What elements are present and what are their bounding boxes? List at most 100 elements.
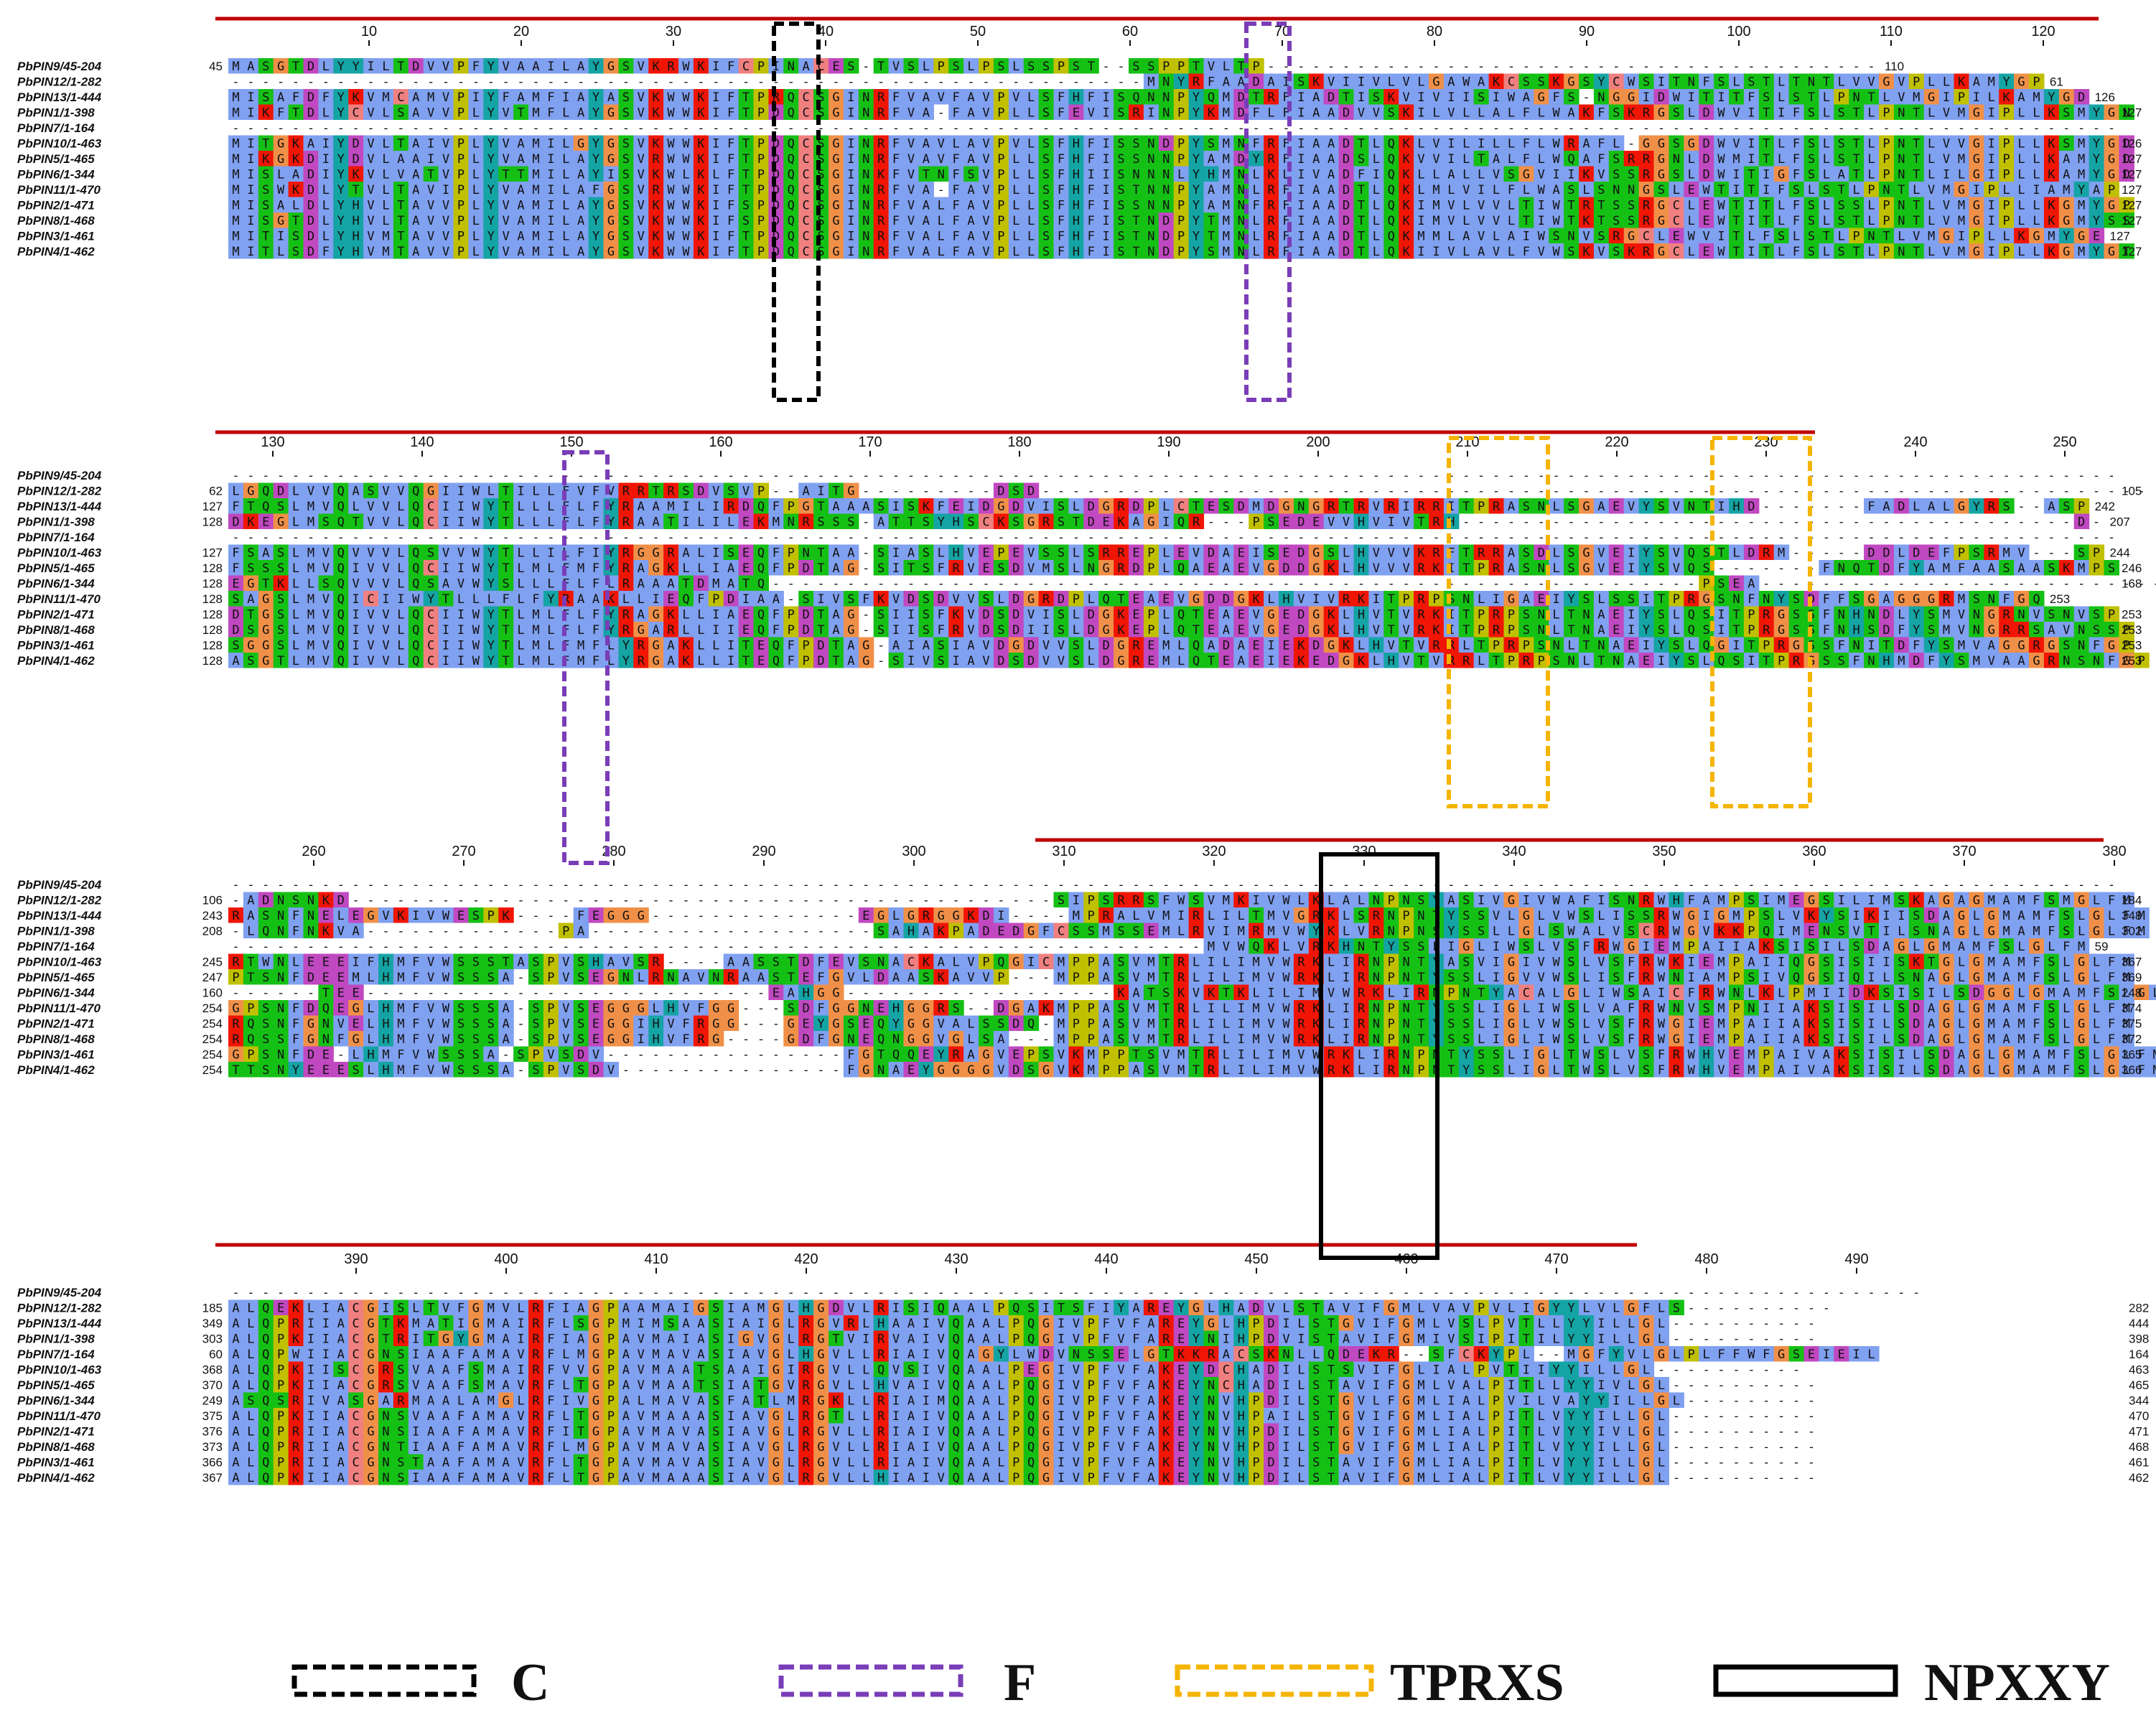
residue: F (892, 168, 900, 182)
residue-cell (1188, 58, 1205, 74)
residue: I (277, 230, 284, 244)
residue-cell (1849, 73, 1865, 89)
residue: T (1882, 230, 1890, 244)
residue: F (953, 230, 960, 244)
residue: Y (487, 137, 495, 151)
residue: - (967, 469, 974, 483)
residue: - (1267, 531, 1274, 545)
residue: - (1988, 469, 1995, 483)
residue: V (1597, 561, 1605, 576)
residue: K (877, 168, 885, 182)
residue: - (1417, 60, 1424, 74)
residue: - (1042, 485, 1050, 499)
residue: - (803, 75, 810, 90)
residue: T (292, 60, 299, 74)
residue-cell (1458, 73, 1475, 89)
residue: L (1853, 183, 1860, 197)
residue: R (877, 90, 885, 105)
residue: - (1042, 531, 1050, 545)
residue: F (592, 515, 599, 530)
residue: A (923, 245, 930, 259)
residue: - (517, 469, 524, 483)
residue: K (653, 168, 661, 182)
residue: G (607, 230, 615, 244)
residue-cell (993, 89, 1009, 105)
residue: G (1538, 90, 1545, 105)
residue: G (1643, 137, 1650, 151)
residue: - (907, 577, 915, 592)
residue: - (1478, 531, 1485, 545)
residue: P (757, 60, 765, 74)
residue: S (1823, 183, 1830, 197)
residue: - (2108, 531, 2115, 545)
residue: - (653, 469, 660, 483)
residue: L (562, 137, 569, 151)
residue: K (1582, 214, 1590, 228)
residue: - (1853, 500, 1860, 514)
residue: - (1703, 469, 1710, 483)
residue: W (682, 60, 690, 74)
residue: - (1177, 531, 1185, 545)
residue-cell (1638, 73, 1655, 89)
residue: W (1703, 183, 1711, 197)
residue: M (532, 199, 539, 213)
residue: S (1717, 577, 1725, 592)
residue: L (1838, 230, 1845, 244)
residue: I (1432, 245, 1439, 259)
residue: - (1958, 469, 1965, 483)
residue-cell (288, 89, 304, 105)
residue: D (1297, 515, 1305, 530)
residue: G (2033, 230, 2040, 244)
residue: A (412, 168, 419, 182)
residue-cell (453, 58, 469, 74)
residue: - (1853, 515, 1860, 530)
residue: - (1388, 121, 1395, 136)
residue: V (1493, 214, 1500, 228)
residue-cell (1098, 89, 1114, 105)
residue: L (562, 199, 569, 213)
residue: S (262, 90, 269, 105)
residue: L (397, 577, 404, 592)
residue: Q (337, 546, 345, 561)
residue: A (577, 106, 584, 121)
residue: - (1538, 577, 1545, 592)
residue-cell (1249, 58, 1264, 74)
residue: L (1073, 500, 1080, 514)
residue: K (2048, 152, 2055, 167)
residue: S (1478, 90, 1485, 105)
residue: N (1567, 230, 1574, 244)
residue: S (1567, 90, 1574, 105)
residue: R (1267, 214, 1275, 228)
residue-cell (1503, 73, 1519, 89)
residue: - (788, 75, 795, 90)
residue: - (1778, 577, 1785, 592)
residue: R (667, 60, 675, 74)
residue: - (412, 75, 419, 90)
residue: M (2078, 214, 2085, 228)
residue: S (1117, 199, 1124, 213)
residue: M (2078, 168, 2085, 182)
residue: - (982, 485, 989, 499)
residue-cell (798, 58, 814, 74)
residue: - (1597, 469, 1605, 483)
residue: I (247, 168, 254, 182)
residue: L (487, 485, 495, 499)
residue: V (382, 561, 389, 576)
residue: S (1042, 183, 1050, 197)
residue: P (712, 592, 719, 607)
residue: I (682, 515, 689, 530)
residue: D (307, 168, 314, 182)
residue: - (503, 75, 510, 90)
residue: G (2108, 137, 2115, 151)
residue: I (1538, 199, 1545, 213)
residue: W (682, 245, 690, 259)
residue: - (487, 121, 495, 136)
residue-cell (979, 58, 994, 74)
residue: L (1658, 230, 1665, 244)
residue: E (1538, 592, 1545, 607)
residue: V (457, 546, 465, 561)
residue-cell (1534, 73, 1549, 89)
residue: - (277, 75, 284, 90)
residue: I (1417, 199, 1424, 213)
